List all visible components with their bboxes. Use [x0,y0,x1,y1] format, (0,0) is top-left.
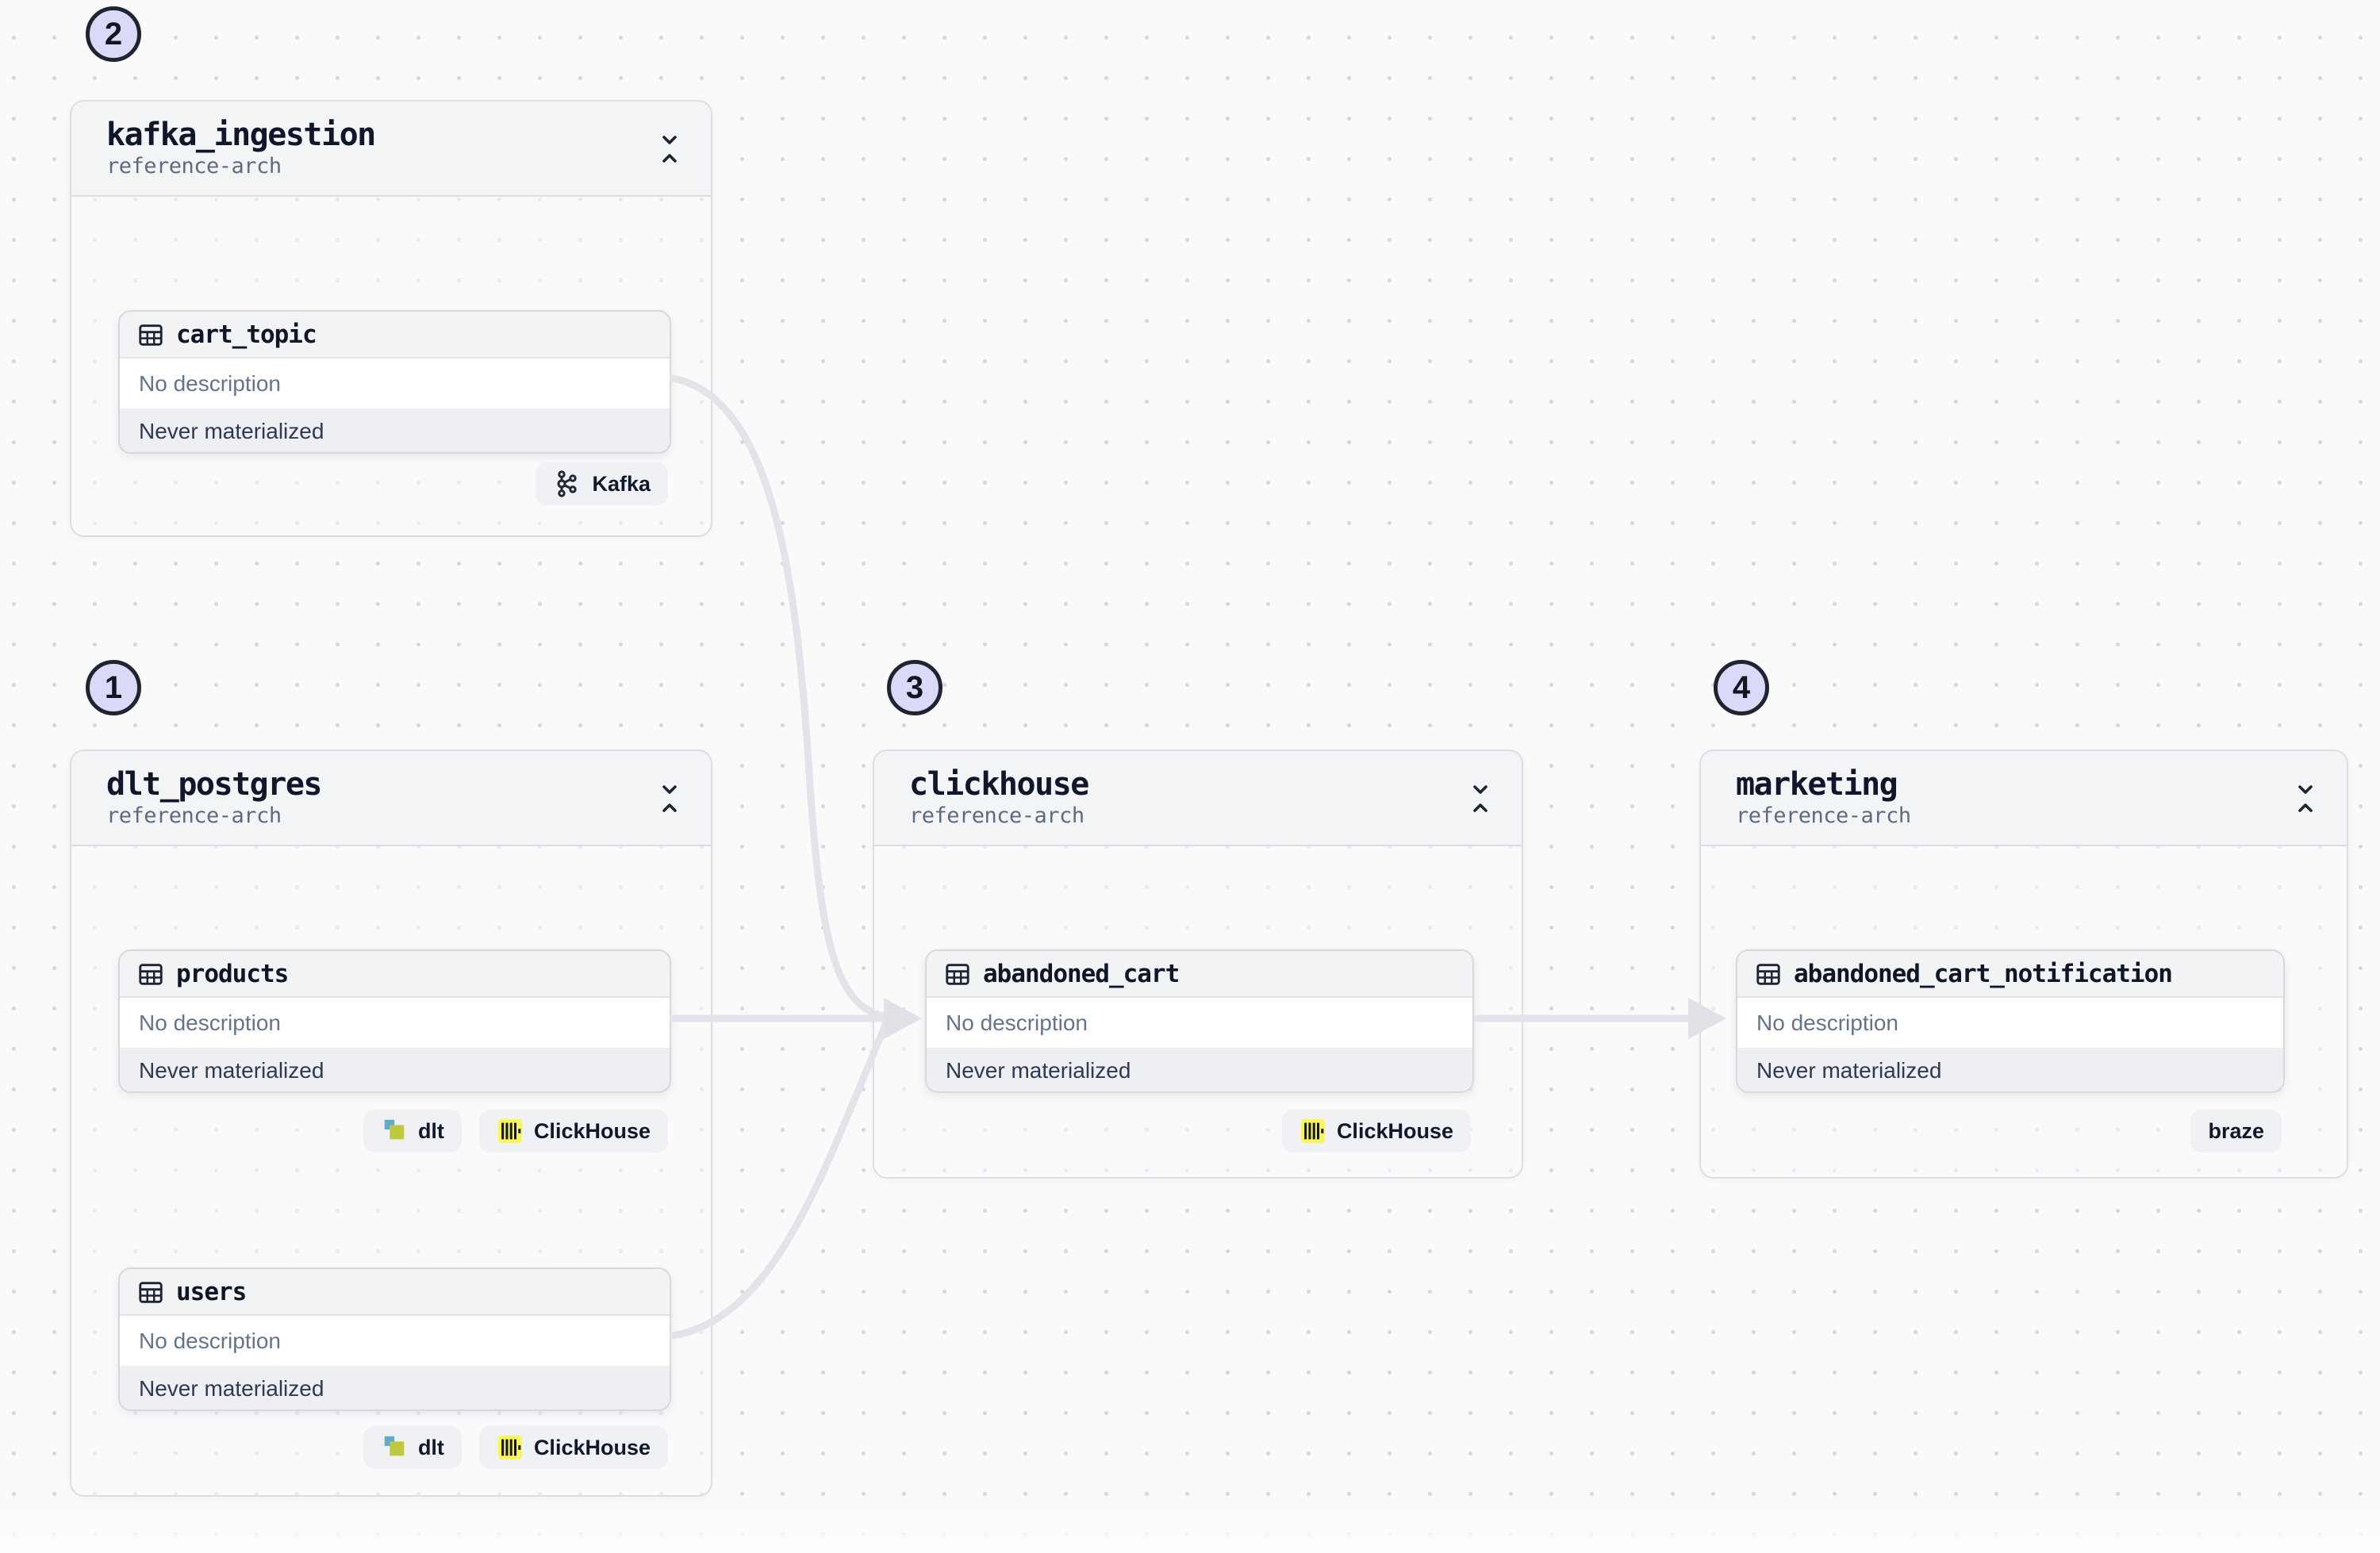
table-icon [944,961,971,987]
collapse-icon[interactable] [658,783,681,815]
kind-tag-clickhouse: ClickHouse [478,1110,668,1152]
asset-node-header: abandoned_cart [927,951,1472,998]
asset-name: cart_topic [176,320,317,349]
kind-tag-braze: braze [2190,1110,2282,1152]
asset-status: Never materialized [927,1049,1472,1091]
asset-description: No description [120,998,670,1049]
group-kafka-ingestion: kafka_ingestion reference-arch cart_topi… [70,100,712,537]
collapse-icon[interactable] [2294,783,2317,815]
table-icon [137,1279,164,1306]
asset-node-header: cart_topic [120,312,670,359]
asset-node-header: products [120,951,670,998]
annotation-marker-2: 2 [86,6,141,62]
annotation-marker-1: 1 [86,660,141,715]
asset-description: No description [120,1316,670,1367]
annotation-marker-3: 3 [887,660,942,715]
kind-tag-label: ClickHouse [533,1435,651,1459]
group-marketing: marketing reference-arch abandoned_cart_… [1699,750,2348,1179]
group-title: marketing [1736,766,1898,803]
kind-tag-kafka: Kafka [536,462,668,505]
group-title: clickhouse [909,766,1089,803]
asset-name: abandoned_cart_notification [1794,959,2173,988]
kind-tag-label: braze [2208,1118,2264,1143]
asset-status: Never materialized [120,1049,670,1091]
asset-node-users[interactable]: users No description Never materialized [118,1267,671,1411]
kafka-icon [553,470,582,498]
group-title: dlt_postgres [106,766,322,803]
asset-status: Never materialized [1737,1049,2283,1091]
kind-tag-label: ClickHouse [1336,1118,1453,1143]
asset-node-cart-topic[interactable]: cart_topic No description Never material… [118,310,671,454]
group-subtitle: reference-arch [1736,803,1911,828]
asset-status: Never materialized [120,1367,670,1409]
group-header-clickhouse[interactable]: clickhouse reference-arch [874,751,1522,846]
group-header-marketing[interactable]: marketing reference-arch [1701,751,2347,846]
group-title: kafka_ingestion [106,117,376,153]
kind-tag-dlt: dlt [363,1110,462,1152]
asset-name: users [176,1277,247,1306]
kind-tag-label: ClickHouse [533,1118,651,1143]
group-header-kafka-ingestion[interactable]: kafka_ingestion reference-arch [71,102,711,197]
asset-name: products [176,959,289,988]
asset-node-header: users [120,1269,670,1316]
table-icon [137,961,164,987]
group-header-dlt-postgres[interactable]: dlt_postgres reference-arch [71,751,711,846]
kind-tag-label: dlt [417,1435,444,1459]
group-subtitle: reference-arch [909,803,1084,828]
asset-node-header: abandoned_cart_notification [1737,951,2283,998]
kind-tag-clickhouse: ClickHouse [1281,1110,1471,1152]
group-subtitle: reference-arch [106,803,282,828]
kind-tag-label: dlt [417,1118,444,1143]
collapse-icon[interactable] [1469,783,1491,815]
asset-description: No description [927,998,1472,1049]
group-subtitle: reference-arch [106,154,282,178]
group-clickhouse: clickhouse reference-arch abandoned_cart… [873,750,1523,1179]
asset-name: abandoned_cart [983,959,1180,988]
asset-description: No description [120,359,670,410]
clickhouse-icon [1299,1118,1326,1145]
table-icon [1755,961,1782,987]
dlt-icon [381,1118,408,1145]
table-icon [137,321,164,348]
group-dlt-postgres: dlt_postgres reference-arch products No … [70,750,712,1497]
asset-description: No description [1737,998,2283,1049]
dlt-icon [381,1434,408,1461]
kind-tag-dlt: dlt [363,1426,462,1469]
annotation-marker-4: 4 [1714,660,1769,715]
kind-tag-label: Kafka [592,471,651,496]
asset-node-products[interactable]: products No description Never materializ… [118,949,671,1093]
kind-tag-clickhouse: ClickHouse [478,1426,668,1469]
clickhouse-icon [497,1434,524,1461]
asset-node-abandoned-cart-notification[interactable]: abandoned_cart_notification No descripti… [1736,949,2285,1093]
collapse-icon[interactable] [658,133,681,165]
asset-status: Never materialized [120,410,670,452]
asset-node-abandoned-cart[interactable]: abandoned_cart No description Never mate… [925,949,1474,1093]
clickhouse-icon [497,1118,524,1145]
